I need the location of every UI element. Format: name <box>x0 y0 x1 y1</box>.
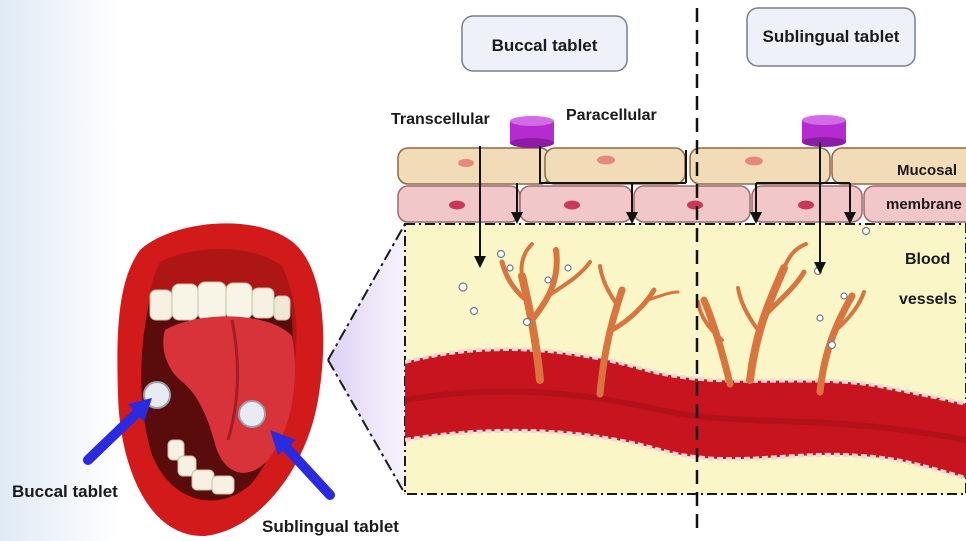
buccal-tablet-heading: Buccal tablet <box>492 36 598 55</box>
sublingual-tablet-heading: Sublingual tablet <box>763 27 900 46</box>
sublingual-tablet-disc-icon <box>239 401 265 427</box>
paracellular-label: Paracellular <box>566 107 657 124</box>
membrane-label: membrane <box>886 196 962 213</box>
mucosal-label: Mucosal <box>897 162 957 179</box>
epithelium-top-layer <box>398 148 966 184</box>
left-edge-background <box>0 0 120 541</box>
sublingual-tablet-icon <box>802 115 846 147</box>
epithelium-bottom-layer <box>398 186 966 222</box>
buccal-tablet-icon <box>510 116 554 148</box>
transcellular-label: Transcellular <box>391 111 490 128</box>
tissue-section <box>405 188 966 494</box>
sublingual-tablet-pointer-label: Sublingual tablet <box>262 517 399 536</box>
buccal-tablet-pointer-label: Buccal tablet <box>12 482 118 501</box>
vessels-label: vessels <box>899 291 957 308</box>
blood-label: Blood <box>905 251 950 268</box>
